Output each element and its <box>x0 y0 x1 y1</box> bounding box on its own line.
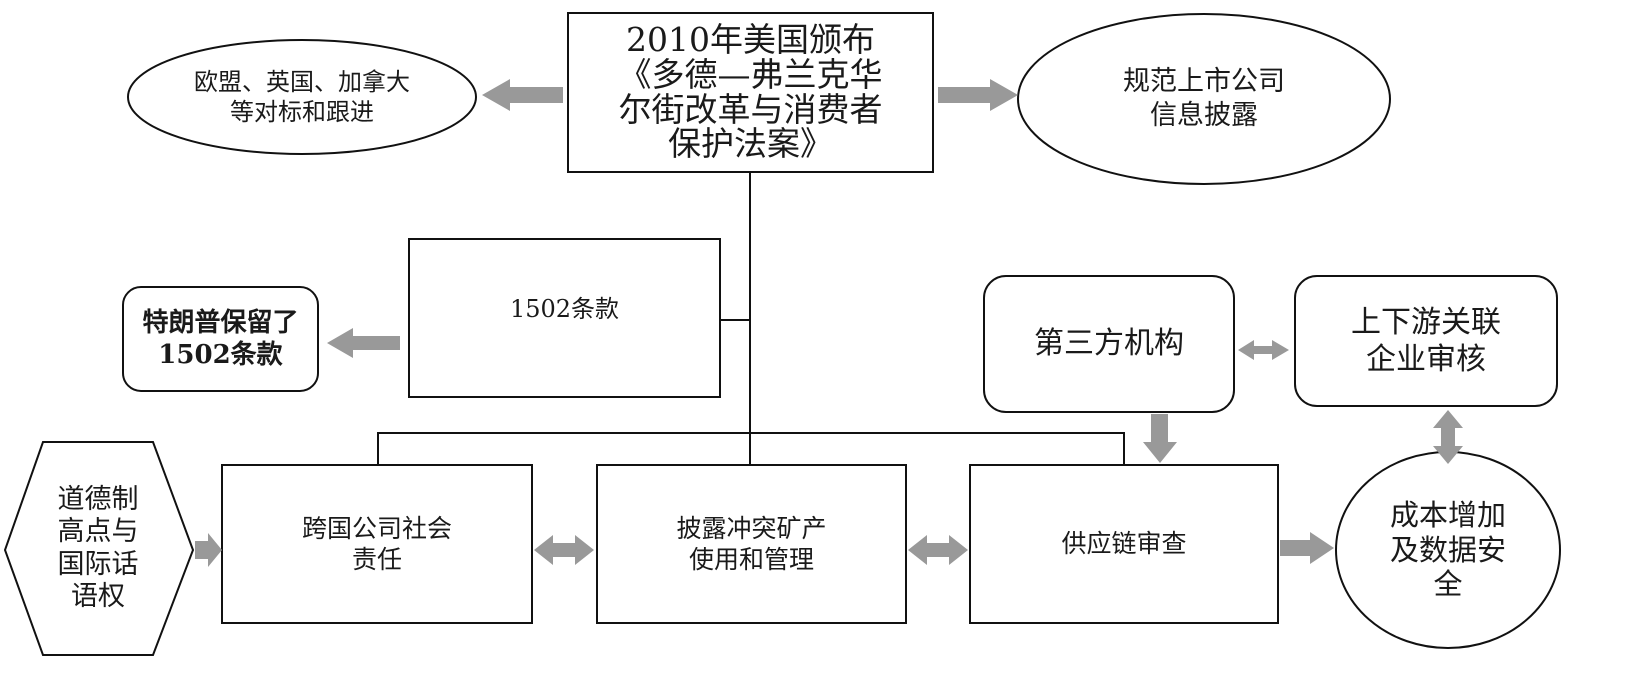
csr-label: 跨国公司社会 责任 <box>301 513 452 574</box>
arrow-to-regulate <box>938 79 1018 111</box>
arrow-thirdparty-supply <box>1143 414 1177 463</box>
law-box <box>567 12 934 173</box>
supply-label: 供应链审查 <box>1061 529 1187 559</box>
arrow-audit-cost <box>1433 410 1463 464</box>
arrow-to-trump <box>327 328 400 358</box>
arrow-supply-cost <box>1280 532 1334 564</box>
supply-box <box>969 464 1279 624</box>
csr-box <box>221 464 533 624</box>
clause-label: 1502条款 <box>509 295 620 323</box>
follow-ellipse <box>127 39 477 155</box>
arrow-thirdparty-audit <box>1238 340 1289 360</box>
arrows <box>195 79 1463 567</box>
cost-label: 成本增加 及数据安 全 <box>1389 497 1506 602</box>
thirdparty-box <box>983 275 1235 413</box>
trump-label: 特朗普保留了 1502条款 <box>142 307 299 371</box>
arrow-moral-csr <box>195 533 222 567</box>
disclose-box <box>596 464 907 624</box>
regulate-ellipse <box>1017 13 1391 185</box>
moral-label: 道德制 高点与 国际话 语权 <box>57 483 139 612</box>
clause-box <box>408 238 721 398</box>
audit-box <box>1294 275 1558 407</box>
disclose-label: 披露冲突矿产 使用和管理 <box>676 513 827 574</box>
regulate-label: 规范上市公司 信息披露 <box>1123 66 1285 131</box>
follow-label: 欧盟、英国、加拿大 等对标和跟进 <box>194 68 410 126</box>
law-label: 2010年美国颁布 《多德—弗兰克华 尔街改革与消费者 保护法案》 <box>618 20 883 164</box>
moral-hexagon <box>3 441 195 656</box>
trump-box <box>122 286 319 392</box>
audit-label: 上下游关联 企业审核 <box>1351 304 1501 378</box>
arrow-to-follow <box>482 79 563 111</box>
thirdparty-label: 第三方机构 <box>1034 326 1184 362</box>
arrow-disclose-supply <box>908 535 968 565</box>
connector-bracket <box>377 432 1125 465</box>
arrow-csr-disclose <box>534 535 594 565</box>
